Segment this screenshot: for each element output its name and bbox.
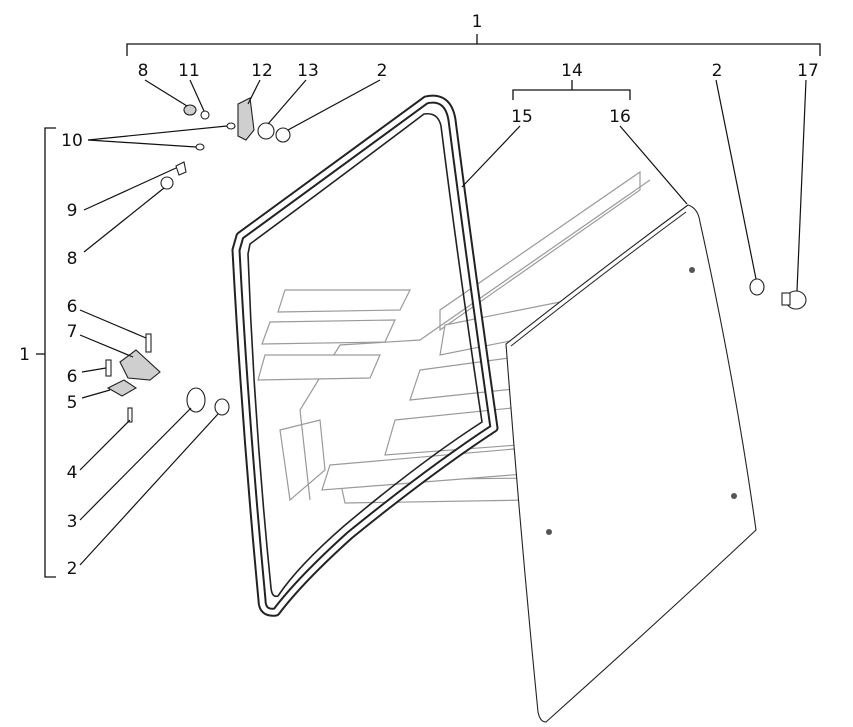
bracket-left [44, 127, 56, 578]
leader-lines [79, 79, 807, 566]
callout-part-6-lower: 6 [67, 367, 78, 387]
callout-labels: 1 1 8 11 12 13 2 14 15 16 2 17 10 9 8 6 … [19, 12, 819, 579]
callout-part-6-upper: 6 [67, 297, 78, 317]
part-17-stem [781, 292, 791, 306]
callout-assembly-left: 1 [19, 345, 30, 365]
hardware-parts [105, 97, 807, 423]
callout-part-4: 4 [67, 463, 78, 483]
part-5-plate [106, 379, 138, 397]
part-6-upper-pin [145, 333, 152, 353]
callout-part-11: 11 [178, 61, 200, 81]
part-8-left-shape [160, 176, 174, 190]
part-10-washer-a [226, 122, 236, 130]
glass-panel [505, 204, 757, 723]
callout-part-2-bottom: 2 [67, 559, 78, 579]
callout-part-8-left: 8 [67, 249, 78, 269]
assembly-brackets [36, 34, 821, 578]
callout-part-10: 10 [61, 131, 83, 151]
callout-part-13: 13 [297, 61, 319, 81]
callout-part-17: 17 [797, 61, 819, 81]
callout-part-15: 15 [511, 107, 533, 127]
part-12-bracket [237, 97, 255, 141]
callout-part-2-top: 2 [377, 61, 388, 81]
seal-frame [231, 94, 499, 617]
part-11-shape [200, 110, 210, 120]
part-2-bottom-shape [214, 398, 230, 416]
part-2-right-shape [749, 278, 765, 296]
part-8-top-shape [183, 104, 197, 116]
part-10-washer-b [195, 143, 205, 151]
callout-part-7: 7 [67, 322, 78, 342]
callout-part-5: 5 [67, 393, 78, 413]
part-3-shape [186, 387, 206, 413]
callout-part-9: 9 [67, 201, 78, 221]
callout-part-16: 16 [609, 107, 631, 127]
callout-part-12: 12 [251, 61, 273, 81]
part-7-hinge [119, 349, 161, 381]
part-9-shape [175, 161, 187, 176]
bracket-top [126, 43, 821, 56]
callout-part-2-right: 2 [712, 61, 723, 81]
part-4-pin [127, 407, 133, 423]
callout-part-14: 14 [561, 61, 583, 81]
bracket-14 [512, 89, 631, 100]
part-2-top-shape [275, 127, 291, 143]
part-13-shape [257, 122, 275, 140]
part-6-lower-pin [105, 359, 112, 377]
callout-part-8-top: 8 [138, 61, 149, 81]
callout-part-3: 3 [67, 512, 78, 532]
callout-assembly-top: 1 [472, 12, 483, 32]
